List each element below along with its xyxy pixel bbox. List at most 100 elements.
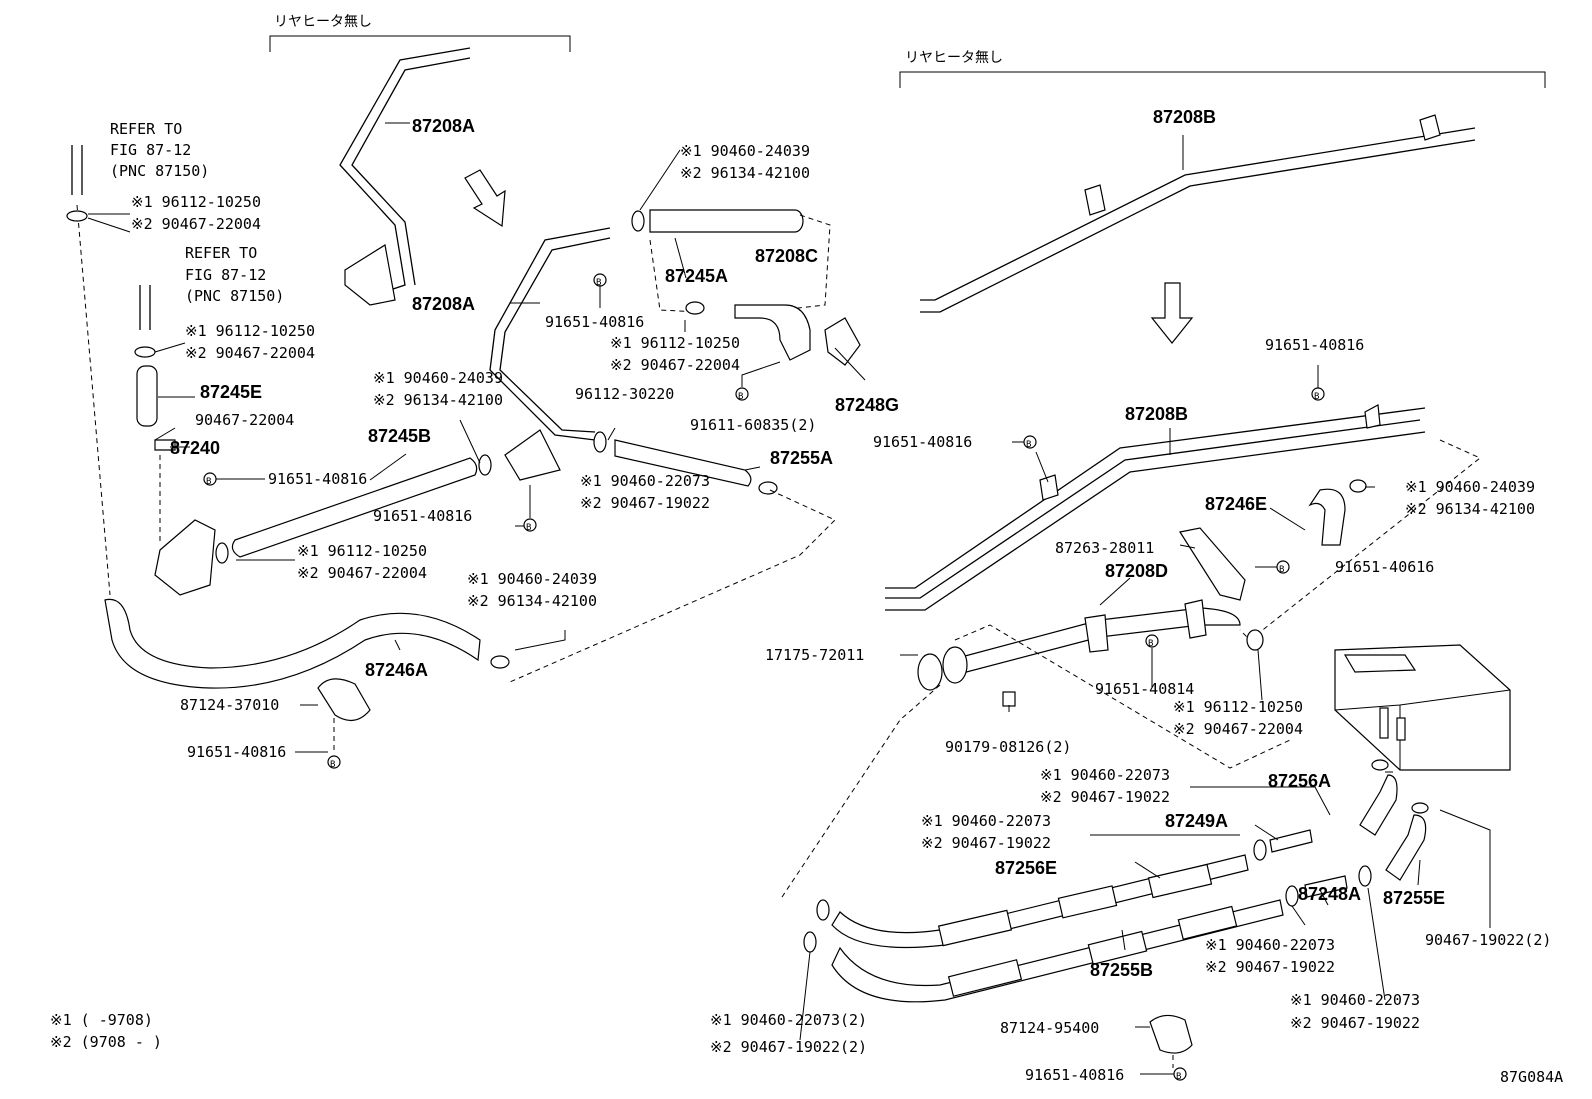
hose-87249A [1253,829,1313,861]
clamp-icon [215,542,229,564]
bolt-icon: B [327,755,341,770]
part-87208D: 87208D [1105,561,1168,581]
label-refer2-line2: FIG 87-12 [185,266,266,284]
pipe-87208B-mid [885,404,1481,641]
hose-87246E [1308,479,1367,546]
clamp-icon [593,431,607,453]
label-clamp-87208D-2: ※2 90467-22004 [1173,720,1303,738]
clamp-icon [490,655,510,669]
bolt-icon: B [523,518,537,533]
bolt-markers: B B B B B B B B B B [203,273,1325,1082]
label-clamp-left-top-2: ※2 90467-22004 [131,215,261,233]
rear-heater-unit [1334,644,1511,771]
label-clamp-87255A-1: ※1 90460-22073 [580,472,710,490]
clamp-icon [816,899,830,921]
arrow-down-right [1150,282,1194,344]
label-clamp-87256A-2: ※2 90467-19022 [1040,788,1170,806]
part-87256E: 87256E [995,858,1057,878]
label-clamp-bottom-right-2: ※2 90467-19022 [1290,1014,1420,1032]
clamp-icon [1246,629,1264,651]
footnote-1: ※1 ( -9708) [50,1011,153,1029]
variant-note-left: リヤヒータ無し [274,14,372,30]
label-refer1-line3: (PNC 87150) [110,162,209,180]
label-clamp-left-low-1: ※1 96112-10250 [297,542,427,560]
pipe-87208C [685,301,811,361]
hose-87256E [816,854,1249,949]
clamp-icon [134,346,156,358]
gasket-17175-72011 [779,624,1291,901]
svg-text:B: B [1176,1072,1181,1082]
label-bolt-bottom-left: 91651-40816 [187,743,286,761]
label-bolt-center-top: 91651-40816 [545,313,644,331]
pipe-87208B-top [920,114,1476,313]
part-87245A: 87245A [665,266,728,286]
label-clamp-center-mid-1: ※1 96112-10250 [610,334,740,352]
svg-text:B: B [1026,440,1031,450]
refer-pipe-left [66,145,111,596]
label-90467-19022-2: 90467-19022(2) [1425,931,1551,949]
gasket-87248G [824,317,861,366]
label-bolt-bottom-right: 91651-40816 [1025,1066,1124,1084]
label-clamp-center-mid-2: ※2 90467-22004 [610,356,740,374]
label-87263-28011: 87263-28011 [1055,539,1154,557]
hose-87255A [509,431,836,683]
clip-87124-95400 [1149,1014,1193,1068]
part-87245E: 87245E [200,382,262,402]
label-clamp-top-center-1: ※1 90460-24039 [680,142,810,160]
clamp-icon [1285,885,1299,907]
part-87249A: 87249A [1165,811,1228,831]
label-bolt-91651-40814: 91651-40814 [1095,680,1194,698]
label-bolt-91651-40616: 91651-40616 [1335,558,1434,576]
bolt-icon: B [1023,435,1037,450]
svg-text:B: B [1148,639,1153,649]
label-91611: 91611-60835(2) [690,416,816,434]
label-90467-22004: 90467-22004 [195,411,294,429]
label-clamp-87245B-2: ※2 96134-42100 [373,391,503,409]
part-87246A: 87246A [365,660,428,680]
bolt-icon: B [1173,1067,1187,1082]
part-87256A: 87256A [1268,771,1331,791]
label-clamp-87249A-1: ※1 90460-22073 [921,812,1051,830]
clamp-icon [1371,759,1389,771]
refer-pipe-mid [134,285,156,358]
clamp-icon [1411,802,1429,814]
label-clamp-87248A-1: ※1 90460-22073 [1205,936,1335,954]
part-87208A-mid: 87208A [412,294,475,314]
hose-87245E [136,365,158,427]
bolt-icon: B [1145,634,1159,649]
pipe-87208D [949,599,1264,676]
label-clamp-bottom-pair-2: ※2 90467-19022(2) [710,1038,867,1056]
figure-id: 87G084A [1500,1068,1563,1086]
variant-note-right: リヤヒータ無し [905,50,1003,66]
clamp-icon [631,210,645,232]
part-87245B: 87245B [368,426,431,446]
part-87255A: 87255A [770,448,833,468]
svg-text:B: B [1279,565,1284,575]
bolt-icon: B [203,472,217,487]
svg-text:B: B [596,278,601,288]
label-refer2-line3: (PNC 87150) [185,287,284,305]
label-87124-95400: 87124-95400 [1000,1019,1099,1037]
clip-87124-37010 [317,678,371,752]
label-clamp-87256A-1: ※1 90460-22073 [1040,766,1170,784]
part-87240: 87240 [170,438,220,458]
label-clamp-bottom-pair-1: ※1 90460-22073(2) [710,1011,867,1029]
label-clamp-87208D-1: ※1 96112-10250 [1173,698,1303,716]
label-clamp-87249A-2: ※2 90467-19022 [921,834,1051,852]
hose-87246A [104,598,510,689]
fitting-87240 [154,439,216,596]
clamp-icon [1349,479,1367,493]
label-refer1-line1: REFER TO [110,120,182,138]
leader-lines [87,122,1491,1075]
hose-87255B [803,899,1284,1003]
hose-87256A [1359,759,1398,836]
part-87255E: 87255E [1383,888,1445,908]
svg-text:B: B [330,760,335,770]
label-clamp-87248A-2: ※2 90467-19022 [1205,958,1335,976]
label-87124-37010: 87124-37010 [180,696,279,714]
svg-text:B: B [738,392,743,402]
hose-87245A [631,209,831,313]
variant-bracket-right: リヤヒータ無し [899,50,1546,88]
